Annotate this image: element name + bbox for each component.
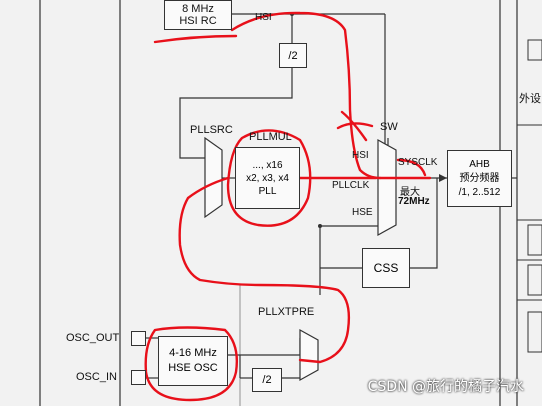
div2-top-box: /2 [279, 43, 307, 68]
css-label: CSS [373, 261, 399, 275]
osc-in-label: OSC_IN [76, 371, 117, 383]
pll-mul-range: ..., x16 [252, 159, 283, 171]
ahb-title: AHB [469, 158, 490, 170]
pll-box: ..., x16 x2, x3, x4 PLL [235, 147, 300, 209]
sw-label: SW [380, 121, 398, 133]
max-label: 最大 [400, 187, 420, 198]
hsi-rc-label: HSI RC [179, 15, 217, 27]
pllxtpre-label: PLLXTPRE [258, 306, 315, 318]
hsi-rc-box: 8 MHz HSI RC [164, 0, 232, 30]
sysclk-label: SYSCLK [398, 157, 438, 168]
freq-72-label: 72MHz [398, 196, 430, 207]
ahb-prescaler-box: AHB 预分频器 /1, 2..512 [447, 150, 512, 207]
hse-osc-freq: 4-16 MHz [169, 347, 217, 359]
ahb-prescaler: 预分频器 [459, 172, 500, 184]
osc-out-pin [131, 331, 146, 346]
pll-label: PLL [258, 185, 277, 197]
mux-hsi-label: HSI [352, 150, 369, 161]
pllsrc-label: PLLSRC [190, 124, 233, 136]
div2-bottom-box: /2 [252, 368, 282, 392]
pll-mul-values: x2, x3, x4 [246, 172, 289, 184]
ahb-range: /1, 2..512 [458, 186, 501, 198]
hse-osc-box: 4-16 MHz HSE OSC [158, 336, 228, 386]
div2-top-label: /2 [288, 49, 298, 62]
pllmul-title: PLLMUL [249, 131, 292, 143]
hse-osc-label: HSE OSC [168, 362, 218, 374]
div2-bottom-label: /2 [262, 374, 272, 386]
hsi-rc-freq: 8 MHz [182, 3, 214, 15]
mux-pllclk-label: PLLCLK [332, 180, 370, 191]
right-edge-text: 外设 [519, 92, 541, 105]
mux-hse-label: HSE [352, 207, 373, 218]
osc-out-label: OSC_OUT [66, 332, 120, 344]
hsi-wire-label: HSI [255, 12, 272, 23]
watermark: CSDN @旅行的橘子汽水 [367, 379, 524, 395]
osc-in-pin [131, 370, 146, 385]
css-box: CSS [362, 248, 410, 288]
